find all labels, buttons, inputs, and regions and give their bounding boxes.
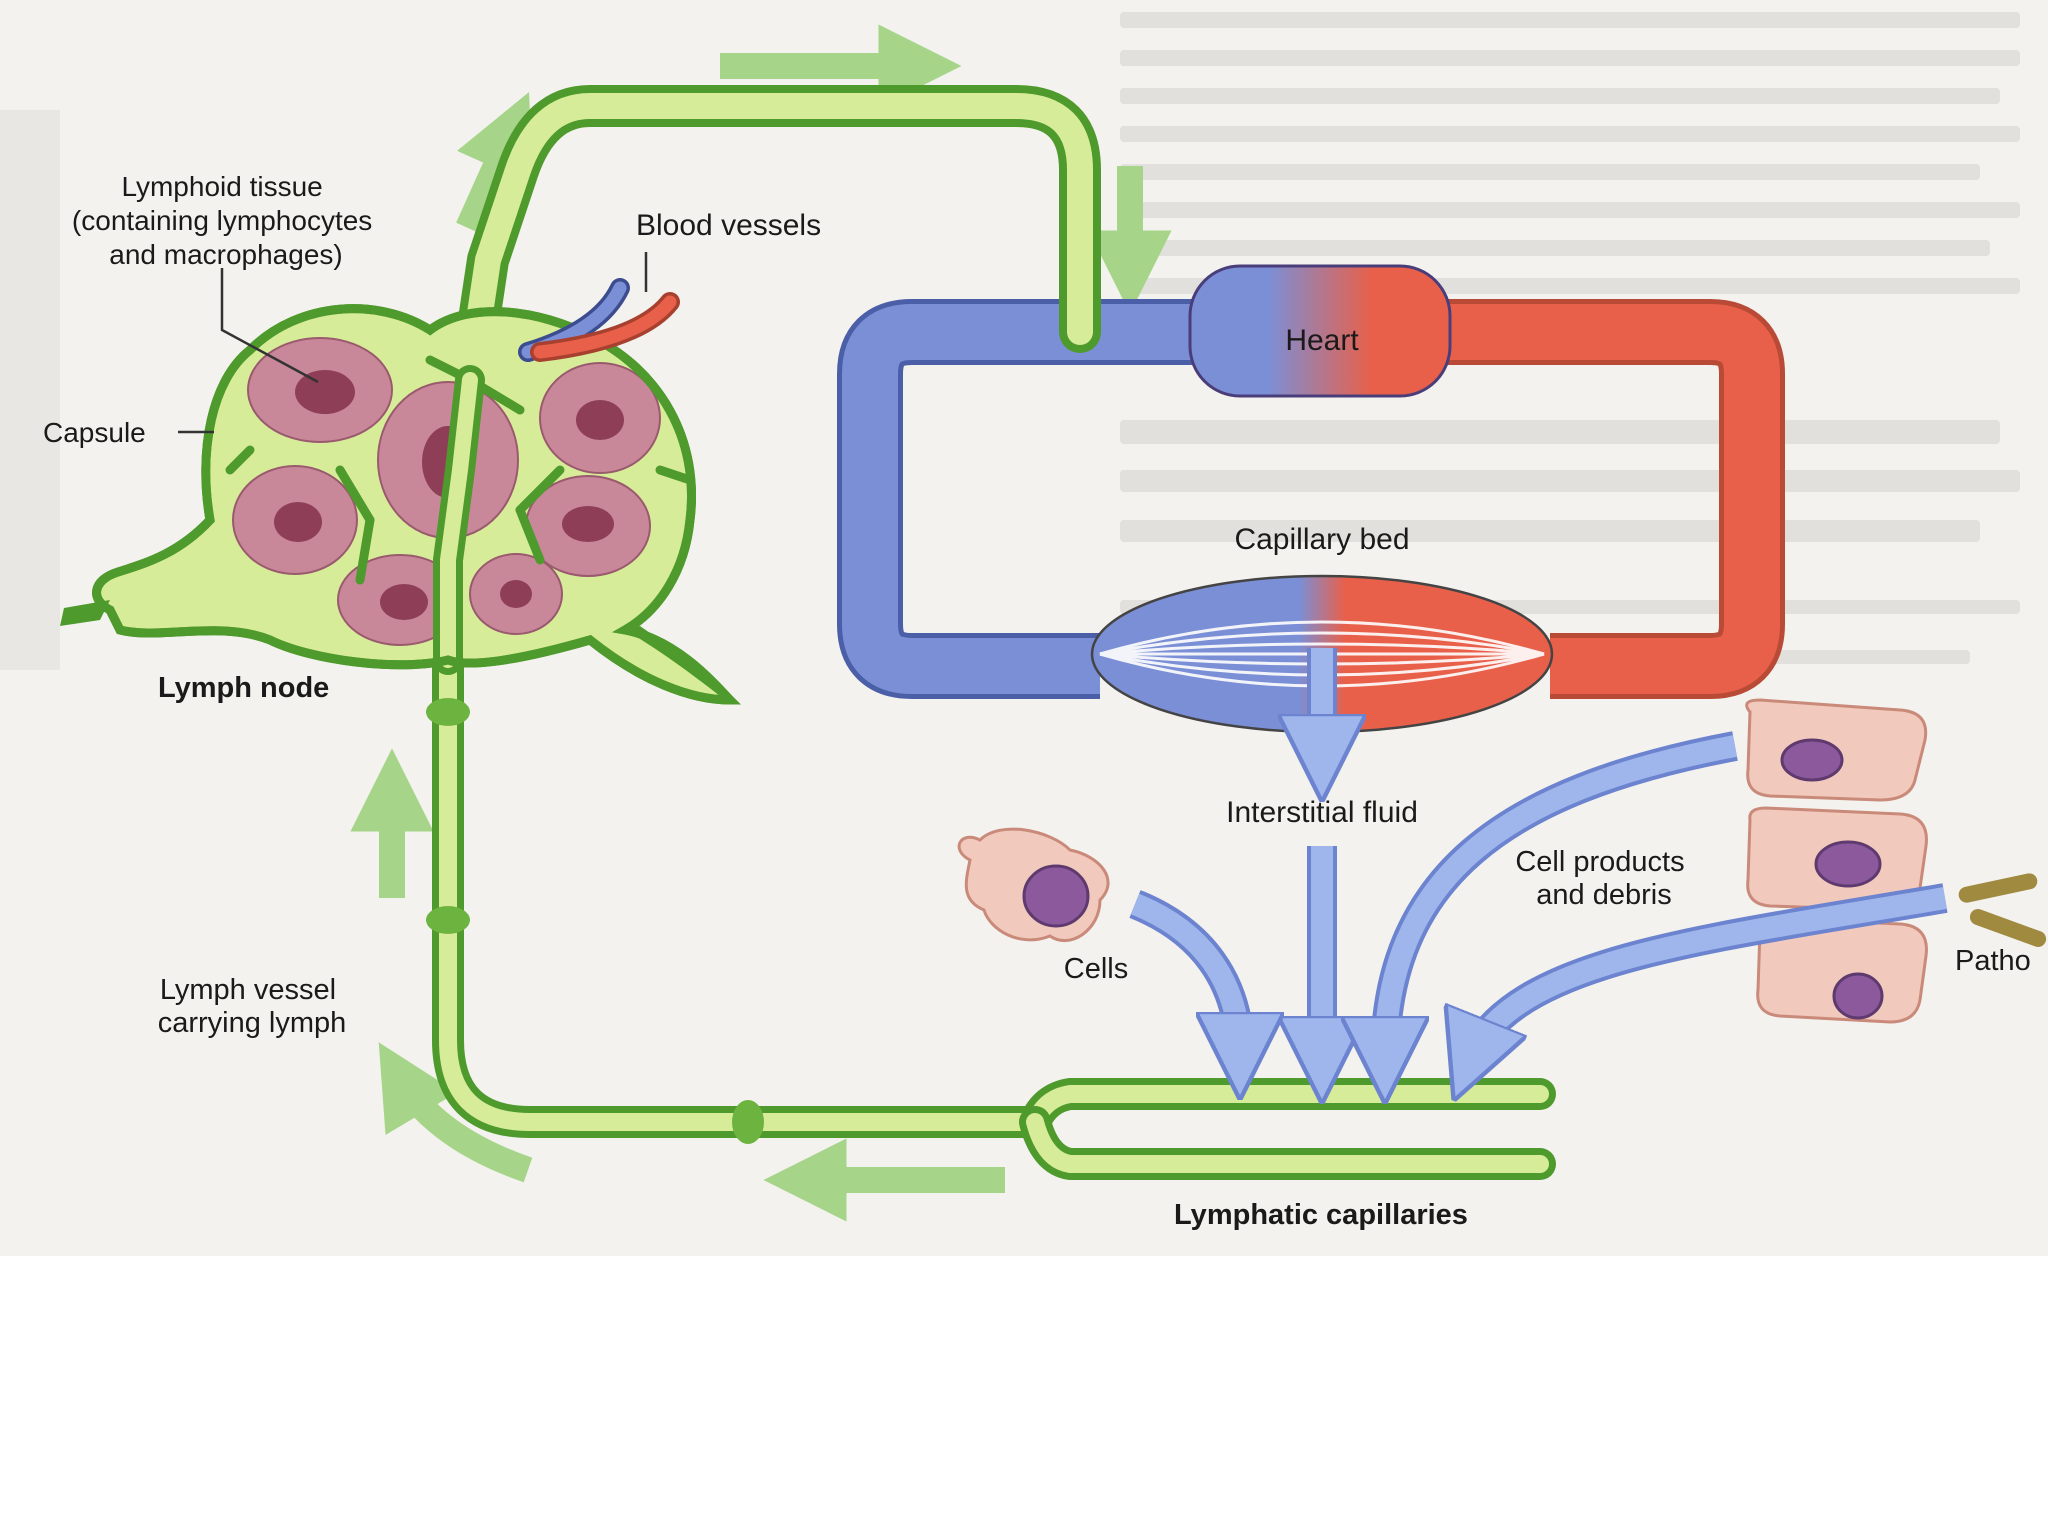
arrow-pathogens-to-lymph bbox=[1470, 887, 1947, 1060]
tissue-cell-nuclei bbox=[1780, 738, 1884, 1020]
lymphoid-follicles bbox=[232, 337, 661, 646]
blood-circuit bbox=[837, 299, 1785, 699]
label-lymph-node: Lymph node bbox=[158, 672, 329, 704]
label-heart: Heart bbox=[1285, 324, 1359, 357]
flow-arrow-curve bbox=[378, 1042, 533, 1183]
node-lymph-path bbox=[433, 365, 485, 675]
vein-loop bbox=[842, 304, 1205, 694]
lymph-vessel bbox=[432, 85, 1556, 1180]
label-cells: Cells bbox=[1064, 953, 1128, 985]
label-cell-products: Cell products and debris bbox=[1515, 846, 1692, 911]
label-lymph-vessel: Lymph vessel carrying lymph bbox=[158, 974, 347, 1039]
pathogens bbox=[1958, 873, 2047, 947]
leader-lymphoid-tissue bbox=[220, 268, 319, 384]
label-interstitial-fluid: Interstitial fluid bbox=[1226, 796, 1418, 829]
leader-lines bbox=[178, 252, 648, 434]
label-blood-vessels: Blood vessels bbox=[636, 209, 821, 242]
label-lymphoid-tissue: Lymphoid tissue (containing lymphocytes … bbox=[72, 171, 380, 270]
arrow-products-to-lymph bbox=[1385, 735, 1738, 1060]
node-capsule-outline bbox=[92, 304, 741, 705]
fluid-flow-arrows bbox=[1129, 648, 1948, 1060]
heart bbox=[1188, 264, 1452, 398]
label-lymphatic-capillaries: Lymphatic capillaries bbox=[1174, 1199, 1468, 1231]
label-capsule: Capsule bbox=[43, 417, 146, 448]
node-blood-vessels bbox=[518, 278, 680, 362]
flow-arrow-up-right bbox=[456, 92, 533, 234]
lymph-flow-arrows bbox=[350, 24, 1172, 1222]
node-trabeculae bbox=[225, 355, 695, 645]
lymph-node bbox=[60, 304, 741, 705]
tissue-cell-left bbox=[957, 827, 1110, 943]
arrow-cells-to-lymph bbox=[1130, 893, 1240, 1056]
label-capillary-bed: Capillary bed bbox=[1234, 523, 1409, 556]
lymph-vessel-valves bbox=[426, 698, 764, 1144]
artery-loop bbox=[1430, 304, 1780, 694]
lymphatic-system-diagram: Lymphoid tissue (containing lymphocytes … bbox=[0, 0, 2048, 1256]
label-pathogens: Patho bbox=[1955, 945, 2031, 977]
